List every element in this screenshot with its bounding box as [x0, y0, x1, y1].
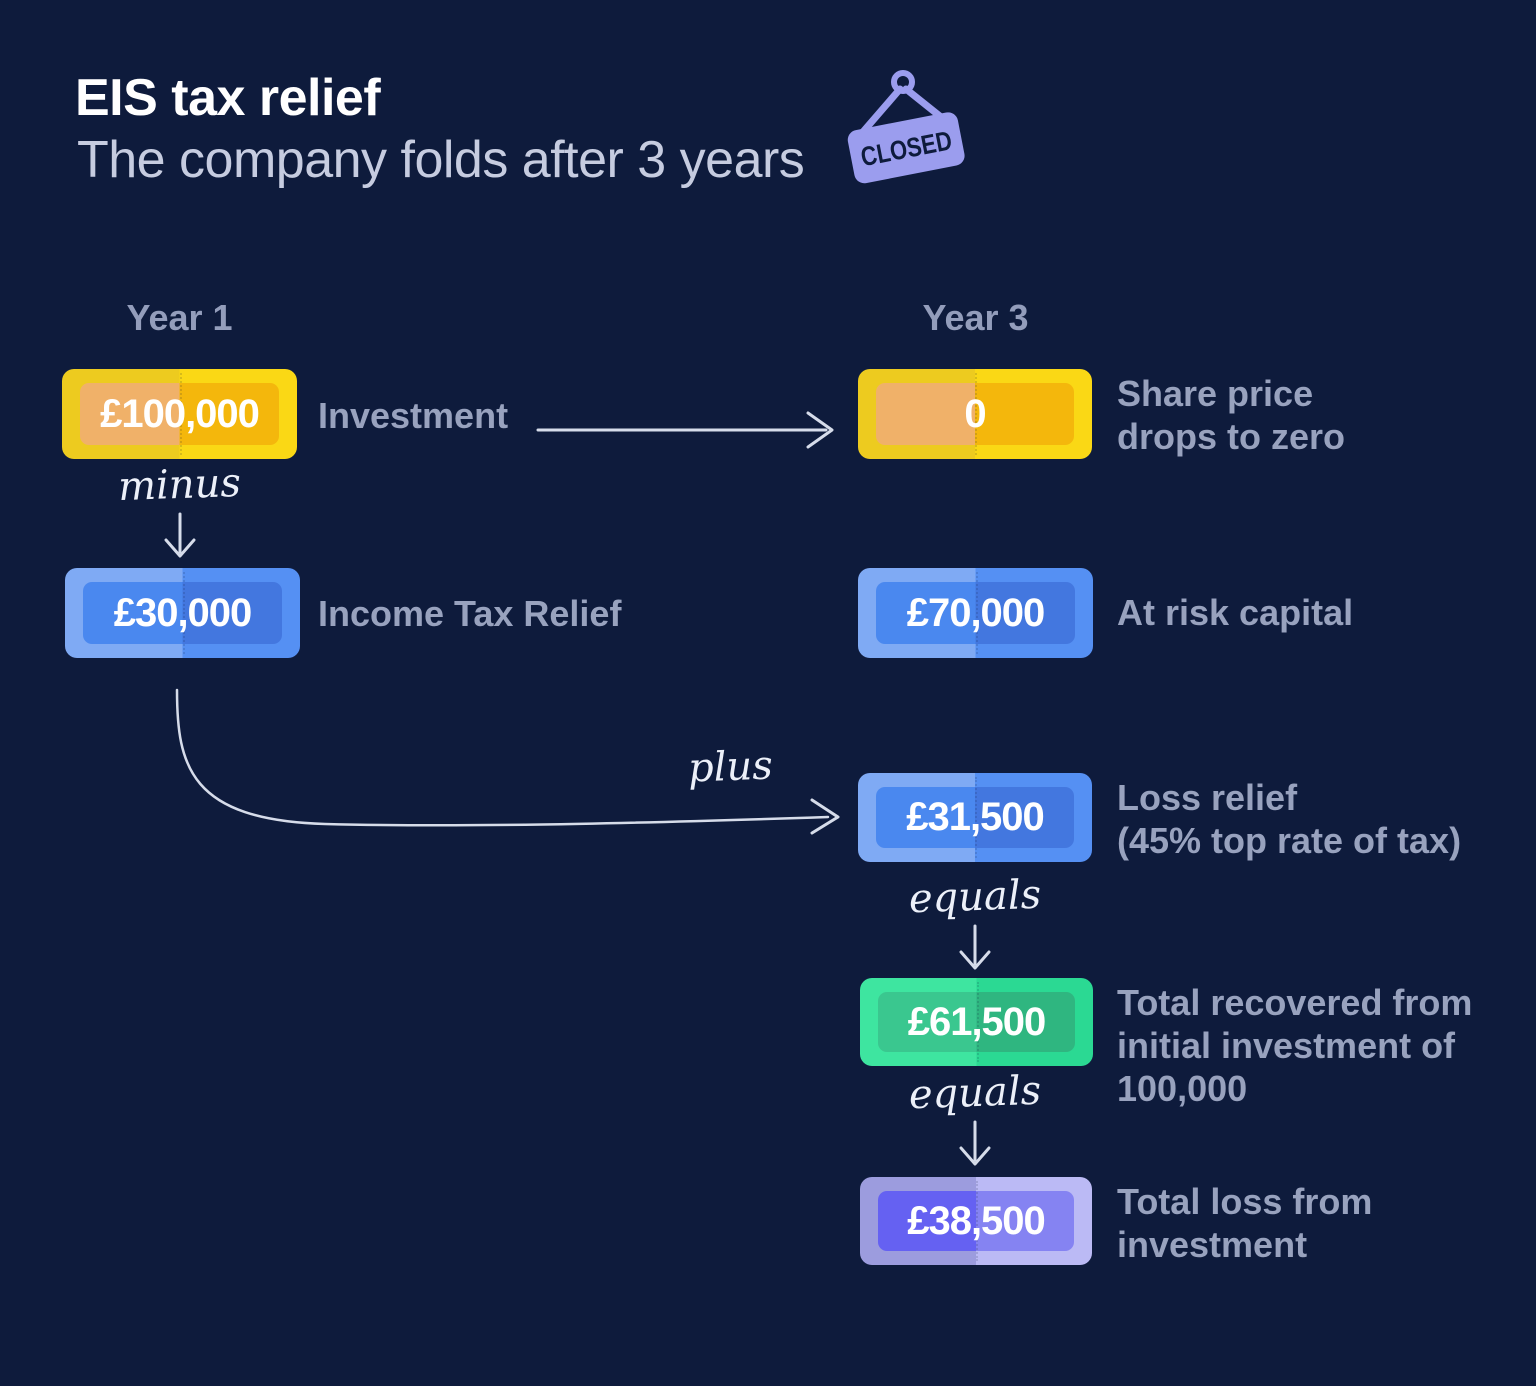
banknote-loss-relief: £31,500: [858, 773, 1092, 862]
banknote-total-recovered: £61,500: [860, 978, 1093, 1066]
sign-strap-left: [858, 85, 904, 137]
label-line: Share price: [1117, 373, 1314, 414]
banknote-inner: [878, 992, 1075, 1052]
sign-board: [847, 112, 965, 184]
label-investment: Investment: [318, 394, 508, 437]
banknote-share-price: 0: [858, 369, 1092, 459]
label-line: investment: [1117, 1224, 1308, 1265]
label-line: Income Tax Relief: [318, 593, 622, 634]
banknote-inner: [83, 582, 282, 644]
amount-share-price: 0: [964, 391, 986, 436]
arrow-down-icon: [959, 924, 991, 970]
column-label-year1: Year 1: [126, 297, 233, 338]
label-income-tax-relief: Income Tax Relief: [318, 592, 621, 635]
label-share-price: Share price drops to zero: [1117, 372, 1345, 458]
note-seam: [182, 572, 185, 654]
amount-total-loss: £38,500: [907, 1198, 1046, 1243]
banknote-inner: [876, 787, 1074, 848]
label-at-risk: At risk capital: [1117, 591, 1353, 634]
label-total-loss: Total loss from investment: [1117, 1180, 1372, 1266]
note-seam: [976, 1181, 978, 1261]
banknote-inner: [876, 582, 1075, 644]
page-title: EIS tax relief: [75, 69, 381, 127]
banknote-inner: [878, 1191, 1074, 1251]
label-line: Loss relief: [1117, 777, 1298, 818]
operator-equals-1: equals: [908, 871, 1042, 923]
banknote-inner: [80, 383, 279, 445]
operator-plus: plus: [687, 742, 774, 792]
banknote-inner: [876, 383, 1074, 445]
label-line: At risk capital: [1117, 592, 1354, 633]
amount-income-tax-relief: £30,000: [113, 590, 253, 635]
note-seam: [975, 373, 977, 455]
note-seam: [975, 572, 978, 654]
arrow-right-icon: [536, 411, 834, 449]
label-line: Investment: [318, 395, 509, 436]
operator-minus: minus: [117, 459, 242, 511]
sign-ring: [891, 70, 915, 94]
banknote-at-risk: £70,000: [858, 568, 1093, 658]
note-seam: [975, 777, 977, 858]
label-line: 100,000: [1117, 1068, 1248, 1109]
curved-arrow-icon: [175, 688, 840, 835]
arrow-down-icon: [959, 1120, 991, 1166]
amount-at-risk: £70,000: [906, 590, 1046, 635]
label-line: drops to zero: [1117, 416, 1346, 457]
banknote-total-loss: £38,500: [860, 1177, 1092, 1265]
amount-investment: £100,000: [100, 391, 260, 436]
label-total-recovered: Total recovered from initial investment …: [1117, 981, 1472, 1110]
label-line: initial investment of: [1117, 1025, 1456, 1066]
column-label-year3: Year 3: [922, 297, 1029, 338]
label-line: Total loss from: [1117, 1181, 1373, 1222]
note-seam: [976, 982, 979, 1062]
note-seam: [179, 373, 182, 455]
banknote-investment: £100,000: [62, 369, 297, 459]
label-line: (45% top rate of tax): [1117, 820, 1462, 861]
page-subtitle: The company folds after 3 years: [77, 131, 805, 189]
arrow-down-icon: [164, 512, 196, 558]
label-line: Total recovered from: [1117, 982, 1473, 1023]
operator-equals-2: equals: [908, 1067, 1042, 1119]
amount-total-recovered: £61,500: [907, 999, 1047, 1044]
banknote-income-tax-relief: £30,000: [65, 568, 300, 658]
amount-loss-relief: £31,500: [906, 795, 1045, 839]
closed-sign-icon: CLOSED: [847, 70, 965, 184]
label-loss-relief: Loss relief (45% top rate of tax): [1117, 776, 1461, 862]
